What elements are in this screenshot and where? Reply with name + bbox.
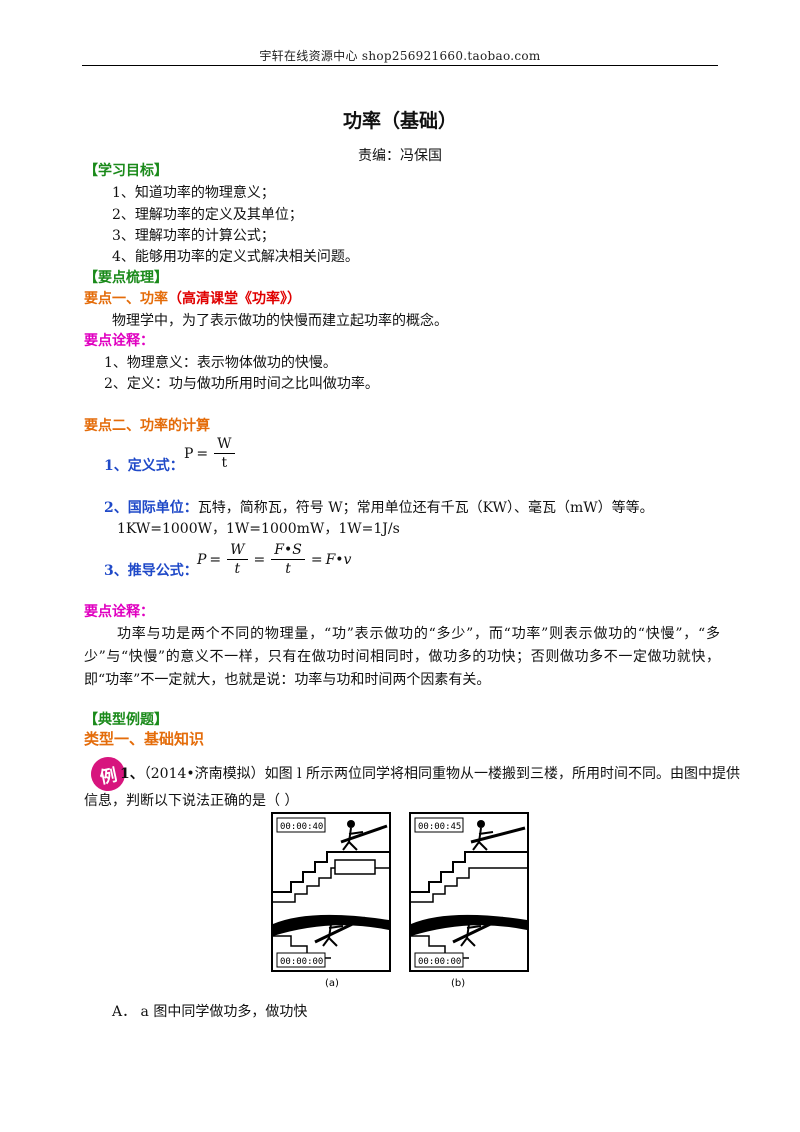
- derived-fraction-1: W t: [227, 542, 248, 577]
- derived-formula: P = W t = F•S t = F•v: [197, 542, 351, 577]
- carrier-a-top: [340, 820, 388, 851]
- derived-equals: =: [310, 551, 323, 568]
- question-number: 1、: [120, 766, 144, 782]
- timer-b-bottom: 00:00:00: [418, 957, 461, 967]
- point1-heading: 要点一、功率（高清课堂《功率》）: [84, 289, 301, 309]
- stair-figure-svg: 00:00:40 00:00:00 00:00:45: [271, 812, 529, 989]
- unit-conversion: 1KW=1000W，1W=1000mW，1W=1J/s: [117, 521, 400, 537]
- derived-numerator-2: F•S: [271, 542, 305, 560]
- derived-equals: =: [209, 551, 222, 568]
- header-divider: [82, 65, 718, 66]
- caption-a: (a): [325, 978, 339, 989]
- derived-p: P: [197, 551, 207, 568]
- derived-rhs: F•v: [325, 551, 352, 568]
- point1-text: 物理学中，为了表示做功的快慢而建立起功率的概念。: [112, 313, 448, 329]
- derived-equals: =: [253, 551, 266, 568]
- stair-figure: 00:00:40 00:00:00 00:00:45: [271, 812, 531, 996]
- derived-denominator-1: t: [234, 561, 241, 577]
- point2-note-text: 功率与功是两个不同的物理量，“功”表示做功的“多少”，而“功率”则表示做功的“快…: [84, 626, 720, 688]
- objectives-heading: 【学习目标】: [84, 163, 168, 179]
- panel-b: 00:00:45 00:00:00: [409, 812, 529, 972]
- formula-p: P: [184, 445, 194, 462]
- timer-a-bottom: 00:00:00: [280, 957, 323, 967]
- carrier-b-bottom: [452, 916, 504, 947]
- point1-note-heading: 要点诠释：: [84, 333, 154, 349]
- objective-item: 3、理解功率的计算公式；: [112, 228, 275, 244]
- point1-note: 1、物理意义：表示物体做功的快慢。: [104, 355, 337, 371]
- question-text: （2014•济南模拟）如图 l 所示两位同学将相同重物从一楼搬到三楼，所用时间不…: [143, 766, 741, 782]
- page-title: 功率（基础）: [342, 110, 457, 132]
- formula-fraction: W t: [214, 436, 235, 471]
- point2-note-heading: 要点诠释：: [84, 604, 154, 620]
- objective-item: 1、知道功率的物理意义；: [112, 185, 275, 201]
- point1-note: 2、定义：功与做功所用时间之比叫做功率。: [104, 376, 379, 392]
- timer-a-top: 00:00:40: [280, 822, 323, 832]
- derived-denominator-2: t: [285, 561, 291, 577]
- formula-numerator: W: [214, 436, 235, 454]
- page-header: 宇轩在线资源中心 shop256921660.taobao.com: [259, 49, 541, 63]
- formula-equals: =: [196, 445, 209, 462]
- panel-a: 00:00:40 00:00:00: [271, 812, 391, 972]
- objective-item: 2、理解功率的定义及其单位；: [112, 207, 303, 223]
- caption-b: (b): [451, 978, 465, 989]
- editor-line: 责编：冯保国: [358, 148, 442, 164]
- unit-line: 2、国际单位：瓦特，简称瓦，符号 W；常用单位还有千瓦（KW）、毫瓦（mW）等等…: [104, 498, 654, 518]
- point1-label: 要点一、功率: [84, 291, 168, 307]
- definition-label: 1、定义式：: [104, 458, 184, 474]
- carrier-a-bottom: [314, 916, 366, 947]
- key-points-heading: 【要点梳理】: [84, 270, 168, 286]
- point2-heading: 要点二、功率的计算: [84, 418, 210, 434]
- derived-label: 3、推导公式：: [104, 563, 198, 579]
- derived-fraction-2: F•S t: [271, 542, 305, 577]
- unit-text: 瓦特，简称瓦，符号 W；常用单位还有千瓦（KW）、毫瓦（mW）等等。: [197, 500, 654, 516]
- question-1-line-1: 1、（2014•济南模拟）如图 l 所示两位同学将相同重物从一楼搬到三楼，所用时…: [120, 764, 740, 784]
- option-a[interactable]: A． a 图中同学做功多，做功快: [112, 1004, 308, 1020]
- unit-label: 2、国际单位：: [104, 500, 198, 516]
- derived-numerator-1: W: [227, 542, 248, 560]
- definition-formula: P = W t: [184, 436, 238, 471]
- objective-item: 4、能够用功率的定义式解决相关问题。: [112, 249, 359, 265]
- question-1-line-2: 信息，判断以下说法正确的是（ ）: [84, 793, 299, 809]
- formula-denominator: t: [221, 455, 228, 471]
- timer-b-top: 00:00:45: [418, 822, 461, 832]
- examples-heading: 【典型例题】: [84, 712, 168, 728]
- carrier-b-top: [470, 820, 526, 851]
- type1-heading: 类型一、基础知识: [84, 730, 205, 748]
- point1-video-link[interactable]: （高清课堂《功率》）: [168, 291, 301, 307]
